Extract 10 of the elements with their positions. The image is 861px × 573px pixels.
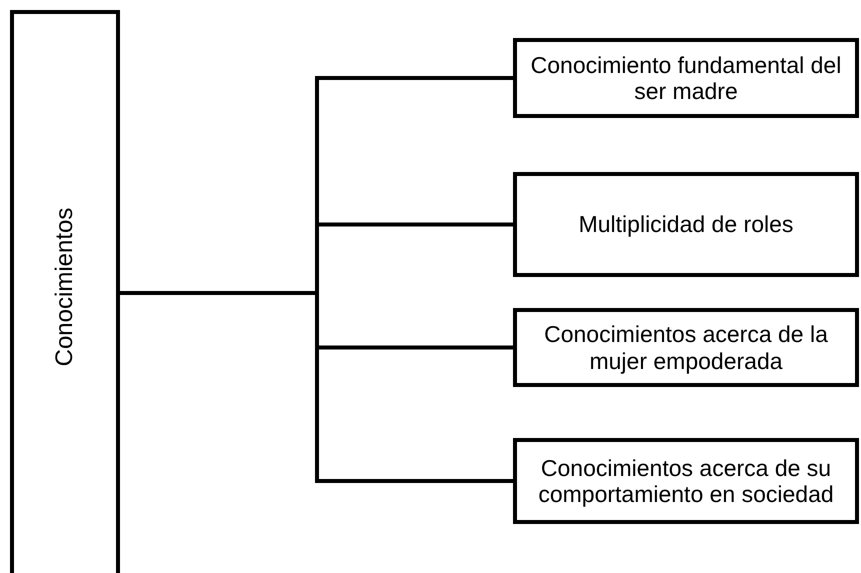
box-label: Conocimiento fundamental del ser madre <box>530 52 842 104</box>
box-label: Conocimientos acerca de su comportamiento en sociedad <box>537 454 835 508</box>
text-box <box>513 38 859 118</box>
text-box <box>10 10 120 573</box>
box-label: Multiplicidad de roles <box>578 211 794 238</box>
text-box <box>513 172 859 277</box>
box-label: Conocimientos acerca de la mujer empoderada <box>543 321 829 374</box>
text-box <box>513 438 859 524</box>
text-box <box>513 308 859 387</box>
box-label: Conocimientos <box>53 208 77 366</box>
